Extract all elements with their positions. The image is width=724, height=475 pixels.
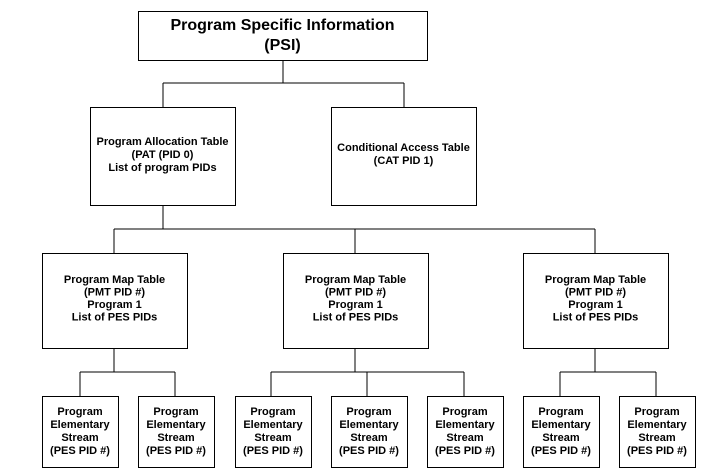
pmt-box-label-line: List of PES PIDs (553, 312, 639, 324)
pmt-box-label-line: Program Map Table (305, 274, 406, 286)
pmt-box-label-line: Program 1 (328, 299, 382, 311)
psi-root-box-label-line: Program Specific Information (170, 17, 394, 34)
pes-box-border (235, 396, 312, 468)
pat-box: Program Allocation Table(PAT (PID 0)List… (90, 107, 236, 206)
pes-box-label-line: (PES PID #) (435, 445, 495, 457)
pes-box-label-line: Elementary (531, 419, 591, 431)
pes-box-label-line: (PES PID #) (627, 445, 687, 457)
pmt-box: Program Map Table(PMT PID #)Program 1Lis… (523, 253, 669, 349)
pmt-box-label-line: List of PES PIDs (313, 312, 399, 324)
cat-box: Conditional Access Table(CAT PID 1) (331, 107, 477, 206)
pes-box-label-line: Stream (61, 432, 99, 444)
psi-root-box-label-line: (PSI) (264, 37, 300, 54)
pmt-box-label-line: (PMT PID #) (84, 287, 145, 299)
pes-box-label-line: (PES PID #) (243, 445, 303, 457)
pes-box-label-line: Elementary (627, 419, 687, 431)
pes-box-label-line: (PES PID #) (531, 445, 591, 457)
pmt-box: Program Map Table(PMT PID #)Program 1Lis… (283, 253, 429, 349)
pes-box-label-line: Program (538, 406, 583, 418)
cat-box-border (331, 107, 477, 206)
psi-root-box-border (138, 11, 428, 61)
pes-box-border (523, 396, 600, 468)
psi-root-box: Program Specific Information (PSI) (138, 11, 428, 61)
pes-box-border (42, 396, 119, 468)
pes-box-label-line: Program (250, 406, 295, 418)
pmt-box: Program Map Table(PMT PID #)Program 1Lis… (42, 253, 188, 349)
pes-box-label-line: Program (346, 406, 391, 418)
pes-box-label-line: Program (442, 406, 487, 418)
pmt-box-label-line: Program 1 (568, 299, 622, 311)
pat-box-border (90, 107, 236, 206)
pmt-box-label-line: (PMT PID #) (325, 287, 386, 299)
connector-lines (79, 60, 657, 396)
pat-box-label-line: List of program PIDs (108, 162, 216, 174)
pmt-box-label-line: List of PES PIDs (72, 312, 158, 324)
pmt-box-border (283, 253, 429, 349)
pes-box-border (138, 396, 215, 468)
pes-box-label-line: (PES PID #) (339, 445, 399, 457)
pes-box-label-line: Stream (446, 432, 484, 444)
pes-box-label-line: Stream (254, 432, 292, 444)
cat-box-label-line: (CAT PID 1) (374, 155, 434, 167)
pes-box-label-line: Elementary (435, 419, 495, 431)
pes-box-label-line: Elementary (146, 419, 206, 431)
pes-box-label-line: Elementary (243, 419, 303, 431)
pmt-box-border (42, 253, 188, 349)
pes-box-border (427, 396, 504, 468)
pes-box-label-line: (PES PID #) (146, 445, 206, 457)
pmt-box-label-line: (PMT PID #) (565, 287, 626, 299)
pes-box-border (619, 396, 696, 468)
pes-box-label-line: Stream (157, 432, 195, 444)
pmt-box-label-line: Program Map Table (64, 274, 165, 286)
diagram-boxes: Program Specific Information(PSI)Program… (42, 11, 696, 468)
pes-box-label-line: (PES PID #) (50, 445, 110, 457)
pat-box-label-line: Program Allocation Table (96, 136, 228, 148)
pes-box-label-line: Elementary (50, 419, 110, 431)
pat-box-label-line: (PAT (PID 0) (132, 149, 194, 161)
pmt-box-border (523, 253, 669, 349)
pes-box-border (331, 396, 408, 468)
pes-box-label-line: Stream (350, 432, 388, 444)
pes-box-label-line: Stream (542, 432, 580, 444)
pes-box-label-line: Stream (638, 432, 676, 444)
pmt-box-label-line: Program Map Table (545, 274, 646, 286)
pmt-box-label-line: Program 1 (87, 299, 141, 311)
cat-box-label-line: Conditional Access Table (337, 142, 470, 154)
pes-box-label-line: Program (153, 406, 198, 418)
pes-box-label-line: Elementary (339, 419, 399, 431)
pes-box-label-line: Program (57, 406, 102, 418)
pes-box-label-line: Program (634, 406, 679, 418)
